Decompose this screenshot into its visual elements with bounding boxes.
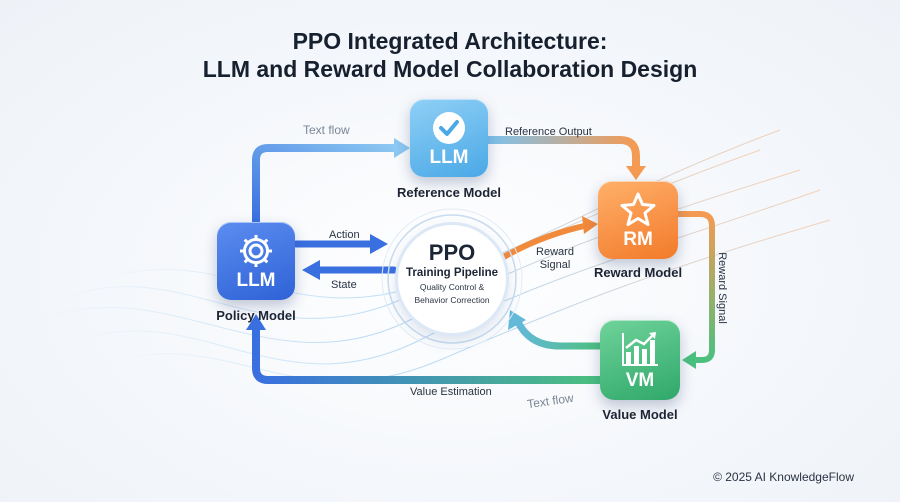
reward-model-caption: Reward Model	[593, 265, 683, 280]
ppo-training-pipeline[interactable]: PPO Training Pipeline Quality Control & …	[398, 225, 506, 333]
label-reward-signal-side: Reward Signal	[716, 252, 728, 324]
arrowhead-ppo-to-reward	[582, 216, 598, 234]
arrow-policy-to-reference	[252, 144, 400, 226]
policy-model-label: LLM	[236, 270, 276, 291]
label-reward-signal-center-line1: Reward	[536, 246, 574, 258]
ppo-subtitle: Training Pipeline	[405, 267, 499, 279]
label-reference-output: Reference Output	[505, 126, 592, 138]
value-model-node[interactable]: VM	[600, 320, 680, 400]
value-model-label: VM	[625, 370, 655, 391]
bar-chart-icon	[620, 330, 660, 374]
reward-model-label: RM	[623, 229, 653, 250]
arrowhead-action	[370, 234, 388, 254]
reference-model-label: LLM	[429, 147, 469, 168]
arrowhead-reward-to-value	[682, 351, 696, 369]
star-icon	[619, 191, 657, 235]
ppo-detail-line2: Behavior Correction	[414, 295, 490, 305]
ppo-outer-ring-2	[381, 208, 523, 350]
gear-icon	[237, 232, 275, 276]
arrow-value-to-ppo	[514, 318, 604, 350]
arrow-value-to-policy	[252, 324, 604, 384]
checkmark-circle-icon	[430, 109, 468, 153]
arrow-reward-to-value	[675, 211, 715, 363]
reference-model-caption: Reference Model	[396, 185, 502, 200]
label-action: Action	[329, 229, 360, 241]
arrowhead-value-to-policy	[246, 314, 266, 330]
arrow-ppo-to-reward	[499, 223, 587, 261]
copyright-footer: © 2025 AI KnowledgeFlow	[713, 470, 854, 484]
diagram-title-line2: LLM and Reward Model Collaboration Desig…	[202, 56, 698, 82]
arrowhead-state	[302, 260, 320, 280]
reference-model-node[interactable]: LLM	[410, 99, 488, 177]
policy-model-node[interactable]: LLM	[217, 222, 295, 300]
arrowhead-reference-to-reward	[626, 166, 646, 180]
arrowhead-policy-to-reference	[394, 138, 410, 158]
ppo-title: PPO	[428, 240, 476, 265]
ppo-outer-ring	[387, 214, 517, 344]
diagram-title-line1: PPO Integrated Architecture:	[292, 28, 608, 54]
label-reward-signal-center: Reward Signal	[533, 246, 577, 272]
label-reward-signal-center-line2: Signal	[539, 259, 571, 271]
label-value-estimation: Value Estimation	[410, 386, 492, 398]
ppo-detail-line1: Quality Control &	[419, 282, 485, 292]
policy-model-caption: Policy Model	[216, 308, 296, 323]
reward-model-node[interactable]: RM	[598, 181, 678, 259]
value-model-caption: Value Model	[602, 407, 678, 422]
label-text-flow-top: Text flow	[303, 123, 350, 137]
arrow-reference-to-reward	[484, 136, 640, 172]
label-state: State	[331, 279, 357, 291]
